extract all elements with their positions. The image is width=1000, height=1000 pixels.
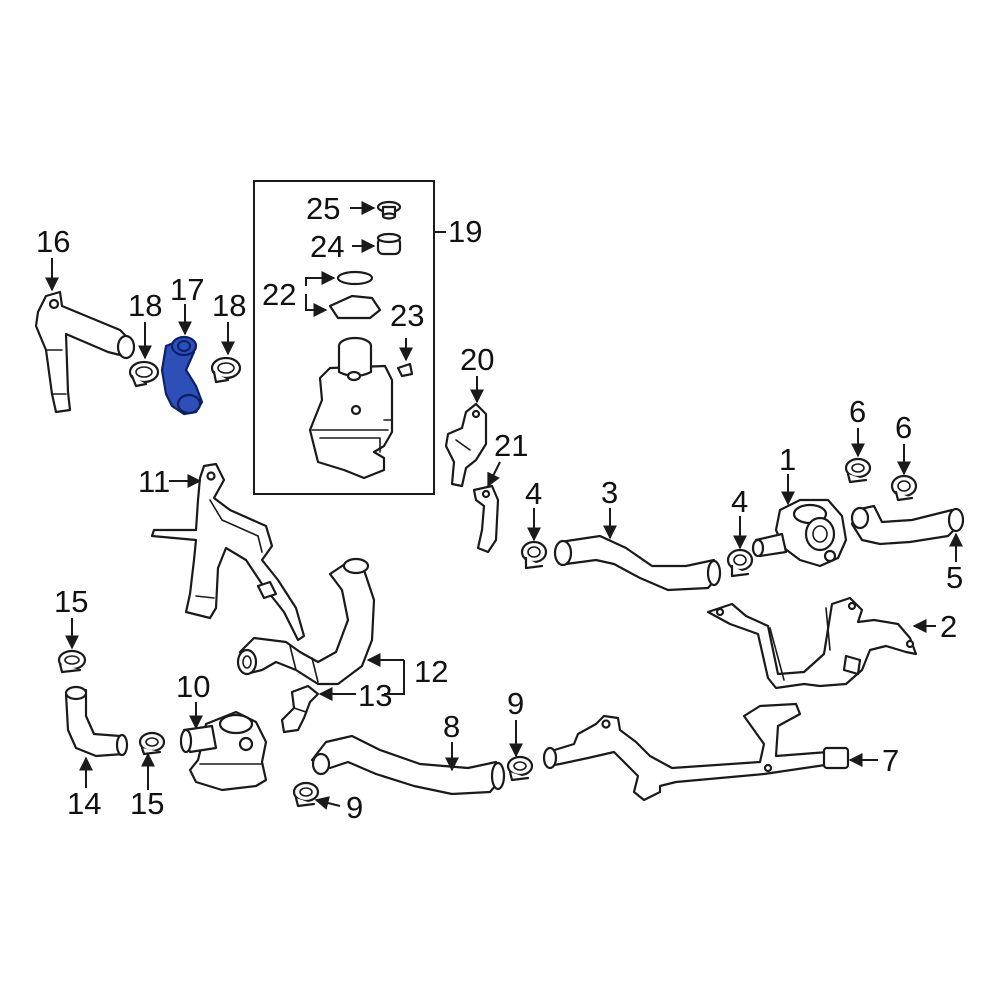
- callout-25[interactable]: 25: [306, 191, 340, 226]
- callout-3[interactable]: 3: [601, 475, 618, 510]
- part-7-coolant-pipe[interactable]: [542, 702, 850, 802]
- part-22-cap-and-seal[interactable]: [328, 270, 382, 320]
- part-6-clamp-right[interactable]: [890, 474, 918, 502]
- part-21-bracket[interactable]: [472, 484, 500, 554]
- callout-2[interactable]: 2: [940, 609, 957, 644]
- reservoir-group-box: [253, 180, 435, 495]
- part-15-clamp-bottom[interactable]: [138, 731, 166, 756]
- part-9-clamp-bottom[interactable]: [292, 781, 320, 808]
- callout-8[interactable]: 8: [443, 709, 460, 744]
- part-23-clip[interactable]: [396, 362, 414, 378]
- callout-19[interactable]: 19: [448, 214, 482, 249]
- callout-18-left[interactable]: 18: [128, 288, 162, 323]
- callout-4-left[interactable]: 4: [525, 476, 542, 511]
- callout-9-top[interactable]: 9: [507, 686, 524, 721]
- part-12-coolant-pipe[interactable]: [236, 557, 376, 686]
- part-18-clamp-right[interactable]: [210, 356, 242, 384]
- part-15-clamp-top[interactable]: [57, 649, 87, 674]
- callout-13[interactable]: 13: [358, 678, 392, 713]
- callout-6-right[interactable]: 6: [895, 410, 912, 445]
- callout-11[interactable]: 11: [138, 464, 170, 499]
- part-16-coolant-pipe[interactable]: [34, 290, 136, 414]
- callout-1[interactable]: 1: [779, 442, 796, 477]
- part-5-hose[interactable]: [850, 504, 965, 546]
- callout-23[interactable]: 23: [390, 298, 424, 333]
- callout-7[interactable]: 7: [882, 743, 899, 778]
- part-4-clamp-left[interactable]: [520, 540, 548, 570]
- part-11-bracket[interactable]: [150, 462, 306, 642]
- part-25-bolt[interactable]: [376, 200, 402, 220]
- part-19-reservoir-tank[interactable]: [308, 336, 394, 480]
- callout-20[interactable]: 20: [460, 342, 494, 377]
- part-8-hose[interactable]: [310, 734, 506, 796]
- part-18-clamp-left[interactable]: [128, 360, 160, 388]
- callout-labels: 16 17 18 18 25 24 22 23 19 20 21 11 4 3 …: [36, 191, 963, 825]
- callout-22[interactable]: 22: [262, 277, 296, 312]
- callout-21[interactable]: 21: [494, 428, 528, 463]
- callout-16[interactable]: 16: [36, 224, 70, 259]
- part-3-hose[interactable]: [553, 534, 722, 592]
- part-2-bracket[interactable]: [706, 596, 918, 690]
- part-1-water-pump[interactable]: [751, 498, 848, 568]
- part-10-electric-pump[interactable]: [179, 710, 268, 792]
- callout-15-bottom[interactable]: 15: [130, 786, 164, 821]
- part-4-clamp-right[interactable]: [726, 548, 754, 578]
- callout-4-right[interactable]: 4: [731, 484, 748, 519]
- callout-15-top[interactable]: 15: [54, 584, 88, 619]
- callout-6-left[interactable]: 6: [849, 394, 866, 429]
- part-17-hose-highlighted[interactable]: [160, 335, 204, 416]
- part-24-grommet[interactable]: [376, 232, 402, 256]
- part-20-bracket[interactable]: [444, 402, 488, 488]
- callout-17[interactable]: 17: [170, 272, 204, 307]
- callout-24[interactable]: 24: [310, 229, 344, 264]
- callout-14[interactable]: 14: [67, 786, 101, 821]
- leader-lines: [45, 201, 963, 810]
- part-6-clamp-left[interactable]: [844, 457, 872, 484]
- part-14-hose[interactable]: [64, 685, 129, 758]
- part-9-clamp-top[interactable]: [506, 755, 534, 782]
- callout-10[interactable]: 10: [176, 669, 210, 704]
- callout-5[interactable]: 5: [946, 560, 963, 595]
- part-13-clip[interactable]: [280, 684, 320, 734]
- callout-9-bottom[interactable]: 9: [346, 790, 363, 825]
- callout-18-right[interactable]: 18: [212, 288, 246, 323]
- callout-12[interactable]: 12: [414, 654, 448, 689]
